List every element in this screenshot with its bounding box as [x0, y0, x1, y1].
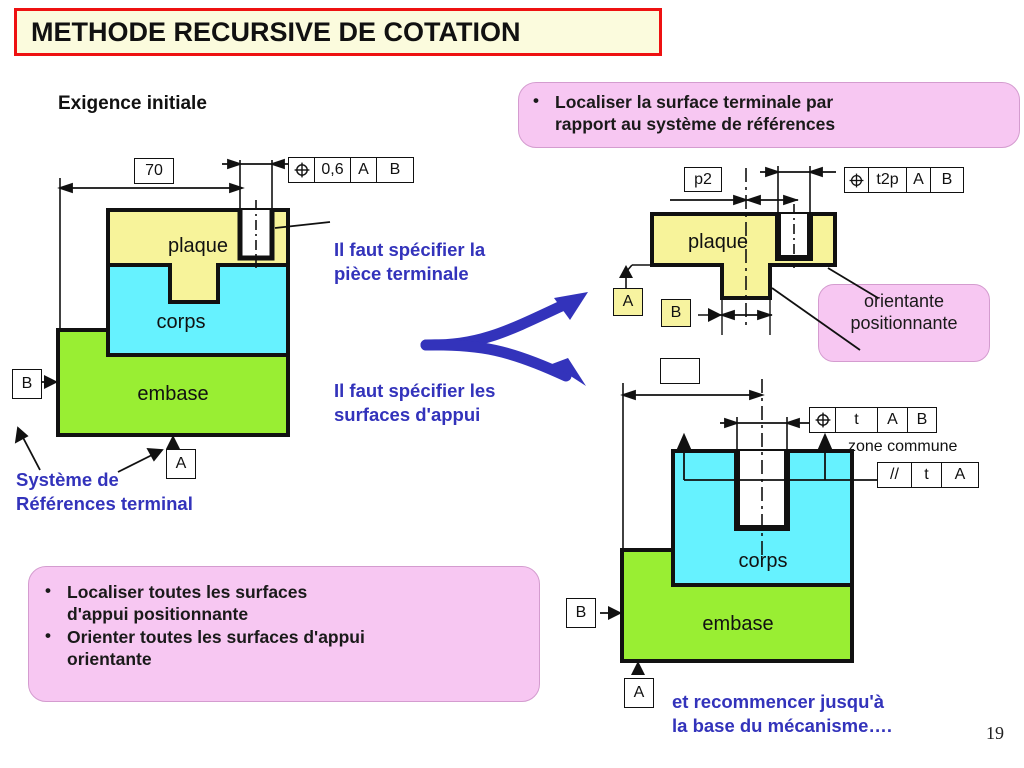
position-symbol-icon — [845, 168, 869, 192]
dimension-label-blank — [660, 358, 700, 384]
annotation-arrow-to-datum-b — [14, 426, 41, 471]
datum-b-leader — [600, 606, 622, 620]
note-specifier-surfaces-appui: Il faut spécifier les surfaces d'appui — [334, 380, 496, 425]
crosshair-circle-icon — [294, 162, 309, 178]
callout-line-positionnante: positionnante — [850, 312, 958, 333]
callout-bullet-continuation: d'appui positionnante — [67, 604, 249, 625]
callout-bullet: Localiser toutes les surfaces — [41, 580, 527, 603]
dimension-hole-width — [222, 158, 288, 170]
leader-line-orientante — [827, 267, 879, 299]
label-corps: corps — [157, 311, 206, 333]
dimension-p2-line — [670, 194, 799, 206]
callout-bullet: Localiser la surface terminale par — [529, 90, 1007, 113]
callout-orientante-positionnante: orientante positionnante — [818, 284, 990, 362]
datum-box-a-top-right: A — [613, 288, 643, 316]
datum-a-leader — [166, 435, 180, 450]
position-symbol-icon — [810, 408, 836, 432]
parallelism-symbol-icon: // — [878, 463, 912, 487]
datum-box-b-left: B — [12, 369, 42, 399]
fcf-datum-secondary: B — [941, 171, 953, 188]
feature-control-frame-position-left: 0,6 A B — [288, 157, 414, 183]
dimension-70-line — [57, 182, 245, 194]
position-symbol-icon — [289, 158, 315, 182]
fcf-datum-secondary: B — [916, 411, 928, 428]
fcf-tolerance-value: t — [836, 408, 878, 432]
datum-b-leader — [40, 375, 58, 389]
annotation-arrow-to-datum-a — [117, 447, 164, 473]
datum-b-leader — [698, 308, 722, 322]
datum-box-b-top-right: B — [661, 299, 691, 327]
dimension-slot-width — [720, 417, 818, 429]
dimension-label-70: 70 — [134, 158, 174, 184]
callout-bullet-continuation: rapport au système de références — [555, 114, 836, 135]
split-arrow-blue — [420, 292, 588, 386]
dimension-main-line — [620, 389, 765, 401]
label-embase: embase — [137, 383, 208, 405]
datum-a-leader — [631, 661, 645, 675]
feature-control-frame-parallelism: // t A — [877, 462, 979, 488]
fcf-datum-secondary: B — [389, 161, 401, 178]
callout-localiser-surface-terminale: Localiser la surface terminale par rappo… — [518, 82, 1020, 148]
fcf-datum-primary: A — [351, 158, 377, 182]
leader-line-positionnante — [771, 287, 861, 351]
diagram-corps-embase: corps embase — [600, 379, 952, 675]
feature-control-frame-position-bottom-right: t A B — [809, 407, 937, 433]
dimension-label-p2: p2 — [684, 167, 722, 192]
label-embase: embase — [702, 613, 773, 635]
diagram-exigence-initiale: plaque corps embase — [14, 158, 331, 473]
diagram-plaque-terminale: plaque — [619, 166, 879, 351]
note-recommencer-jusqua-base: et recommencer jusqu'à la base du mécani… — [672, 691, 893, 736]
datum-a-leader — [619, 264, 652, 288]
fcf-tolerance-value: t2p — [869, 168, 907, 192]
leader-line-fcf — [274, 221, 331, 229]
callout-bullet-continuation: orientante — [67, 649, 152, 670]
note-specifier-piece-terminale: Il faut spécifier la pièce terminale — [334, 239, 486, 284]
datum-box-b-bottom-right: B — [566, 598, 596, 628]
page-number: 19 — [986, 723, 1004, 743]
callout-localiser-orienter-surfaces: Localiser toutes les surfaces d'appui po… — [28, 566, 540, 702]
page-title: METHODE RECURSIVE DE COTATION — [31, 16, 521, 47]
datum-box-a-left: A — [166, 449, 196, 479]
dimension-hole-width — [760, 166, 836, 178]
fcf-datum-primary: A — [907, 168, 931, 192]
zone-commune-label: zone commune — [848, 438, 958, 455]
fcf-datum-primary: A — [954, 466, 966, 483]
label-plaque: plaque — [688, 231, 748, 253]
fcf-tolerance-value: t — [912, 463, 942, 487]
fcf-datum-primary: A — [878, 408, 908, 432]
exigence-initiale-heading: Exigence initiale — [58, 93, 207, 114]
crosshair-circle-icon — [815, 412, 830, 428]
feature-control-frame-position-top-right: t2p A B — [844, 167, 964, 193]
note-systeme-references-terminal: Système de Références terminal — [16, 469, 193, 514]
callout-line-orientante: orientante — [863, 291, 945, 311]
label-plaque: plaque — [168, 235, 228, 257]
fcf-tolerance-value: 0,6 — [315, 158, 351, 182]
label-corps: corps — [739, 550, 788, 572]
datum-box-a-bottom-right: A — [624, 678, 654, 708]
dimension-tab-width — [719, 298, 773, 335]
crosshair-circle-icon — [849, 173, 864, 187]
slide-title-banner: METHODE RECURSIVE DE COTATION — [14, 8, 662, 56]
callout-bullet: Orienter toutes les surfaces d'appui — [41, 625, 527, 648]
